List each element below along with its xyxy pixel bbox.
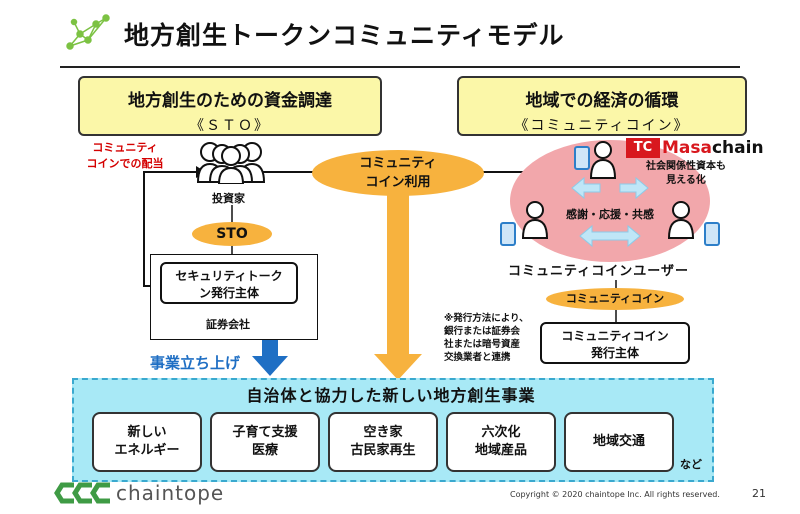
sto-oval-label: STO bbox=[216, 226, 248, 242]
issuance-note: ※発行方法により、 銀行または証券会 社または暗号資産 交換業者と連携 bbox=[444, 312, 529, 364]
securities-label: 証券会社 bbox=[206, 318, 250, 331]
project-childcare-medical: 子育て支援医療 bbox=[210, 412, 320, 472]
project-vacant-houses: 空き家古民家再生 bbox=[328, 412, 438, 472]
user-top-icon bbox=[588, 140, 618, 184]
project-line1: 新しい bbox=[127, 425, 167, 440]
security-token-issuer-box: セキュリティトーク ン発行主体 bbox=[160, 262, 298, 304]
project-line1: 地域交通 bbox=[592, 434, 645, 449]
copyright: Copyright © 2020 chaintope Inc. All righ… bbox=[510, 490, 720, 499]
masachain-note-line1: 社会関係性資本も bbox=[646, 161, 726, 172]
user-right-icon bbox=[666, 200, 696, 244]
issuer-line2: ン発行主体 bbox=[198, 286, 259, 300]
page-number: 21 bbox=[752, 487, 766, 500]
phone-icon bbox=[500, 222, 516, 246]
dividend-note-line2: コインでの配当 bbox=[86, 157, 164, 170]
user-left-icon bbox=[520, 200, 550, 244]
dividend-note: コミュニティ コインでの配当 bbox=[80, 140, 170, 172]
exchange-arrows-icon bbox=[571, 176, 649, 248]
phone-icon bbox=[704, 222, 720, 246]
masachain-name-suffix: chain bbox=[711, 138, 764, 158]
project-line1: 子育て支援 bbox=[232, 425, 298, 440]
coin-oval-label: コミュニティコイン bbox=[565, 292, 665, 305]
masachain-mark-icon: TC bbox=[626, 138, 660, 158]
launch-label: 事業立ち上げ bbox=[150, 354, 241, 372]
circle-text: 感謝・応援・共感 bbox=[566, 208, 654, 221]
dividend-note-line1: コミュニティ bbox=[92, 141, 158, 154]
chaintope-wordmark: chaintope bbox=[116, 481, 225, 505]
sto-subheading: 《ＳＴＯ》 bbox=[190, 118, 270, 134]
title-divider bbox=[60, 66, 740, 68]
project-sixth-industry: 六次化地域産品 bbox=[446, 412, 556, 472]
community-coin-oval: コミュニティコイン bbox=[546, 288, 684, 310]
sto-heading: 地方創生のための資金調達 bbox=[128, 91, 332, 111]
phone-icon bbox=[574, 146, 590, 170]
project-line2: エネルギー bbox=[114, 443, 180, 458]
masachain-note-line2: 見える化 bbox=[666, 175, 706, 186]
project-line2: 古民家再生 bbox=[350, 443, 416, 458]
coin-users-label: コミュニティコインユーザー bbox=[508, 264, 689, 279]
masachain-note: 社会関係性資本も 見える化 bbox=[646, 160, 726, 188]
masachain-name-prefix: Masa bbox=[662, 138, 712, 158]
project-new-energy: 新しいエネルギー bbox=[92, 412, 202, 472]
sto-heading-box: 地方創生のための資金調達 《ＳＴＯ》 bbox=[78, 76, 382, 136]
coin-heading: 地域での経済の循環 bbox=[525, 91, 679, 111]
community-coin-usage-oval: コミュニティ コイン利用 bbox=[312, 150, 484, 196]
project-line1: 空き家 bbox=[363, 425, 403, 440]
chaintope-logo-icon bbox=[54, 480, 112, 510]
coin-issuer-box: コミュニティコイン 発行主体 bbox=[540, 322, 690, 364]
investors-icon bbox=[196, 140, 266, 188]
project-line2: 医療 bbox=[251, 443, 278, 458]
sto-oval: STO bbox=[192, 222, 272, 246]
issuance-note-line3: 社または暗号資産 bbox=[444, 339, 521, 350]
issuance-note-line1: ※発行方法により、 bbox=[444, 313, 529, 324]
etc-label: など bbox=[680, 458, 702, 471]
project-line1: 六次化 bbox=[481, 425, 521, 440]
page-title: 地方創生トークンコミュニティモデル bbox=[124, 21, 565, 50]
regional-projects-title: 自治体と協力した新しい地方創生事業 bbox=[246, 386, 536, 405]
coin-issuer-line2: 発行主体 bbox=[590, 346, 639, 360]
community-circle bbox=[510, 140, 710, 262]
coin-subheading: 《コミュニティコイン》 bbox=[514, 118, 690, 134]
coin-heading-box: 地域での経済の循環 《コミュニティコイン》 bbox=[457, 76, 747, 136]
issuance-note-line4: 交換業者と連携 bbox=[444, 352, 511, 363]
investors-label: 投資家 bbox=[212, 192, 245, 205]
project-line2: 地域産品 bbox=[474, 443, 527, 458]
project-regional-transport: 地域交通 bbox=[564, 412, 674, 472]
header-logo-icon bbox=[66, 14, 110, 58]
center-oval-line1: コミュニティ bbox=[359, 156, 437, 171]
coin-issuer-line1: コミュニティコイン bbox=[561, 329, 669, 343]
issuance-note-line2: 銀行または証券会 bbox=[444, 326, 521, 337]
issuer-line1: セキュリティトーク bbox=[175, 269, 283, 283]
center-oval-line2: コイン利用 bbox=[365, 175, 431, 190]
